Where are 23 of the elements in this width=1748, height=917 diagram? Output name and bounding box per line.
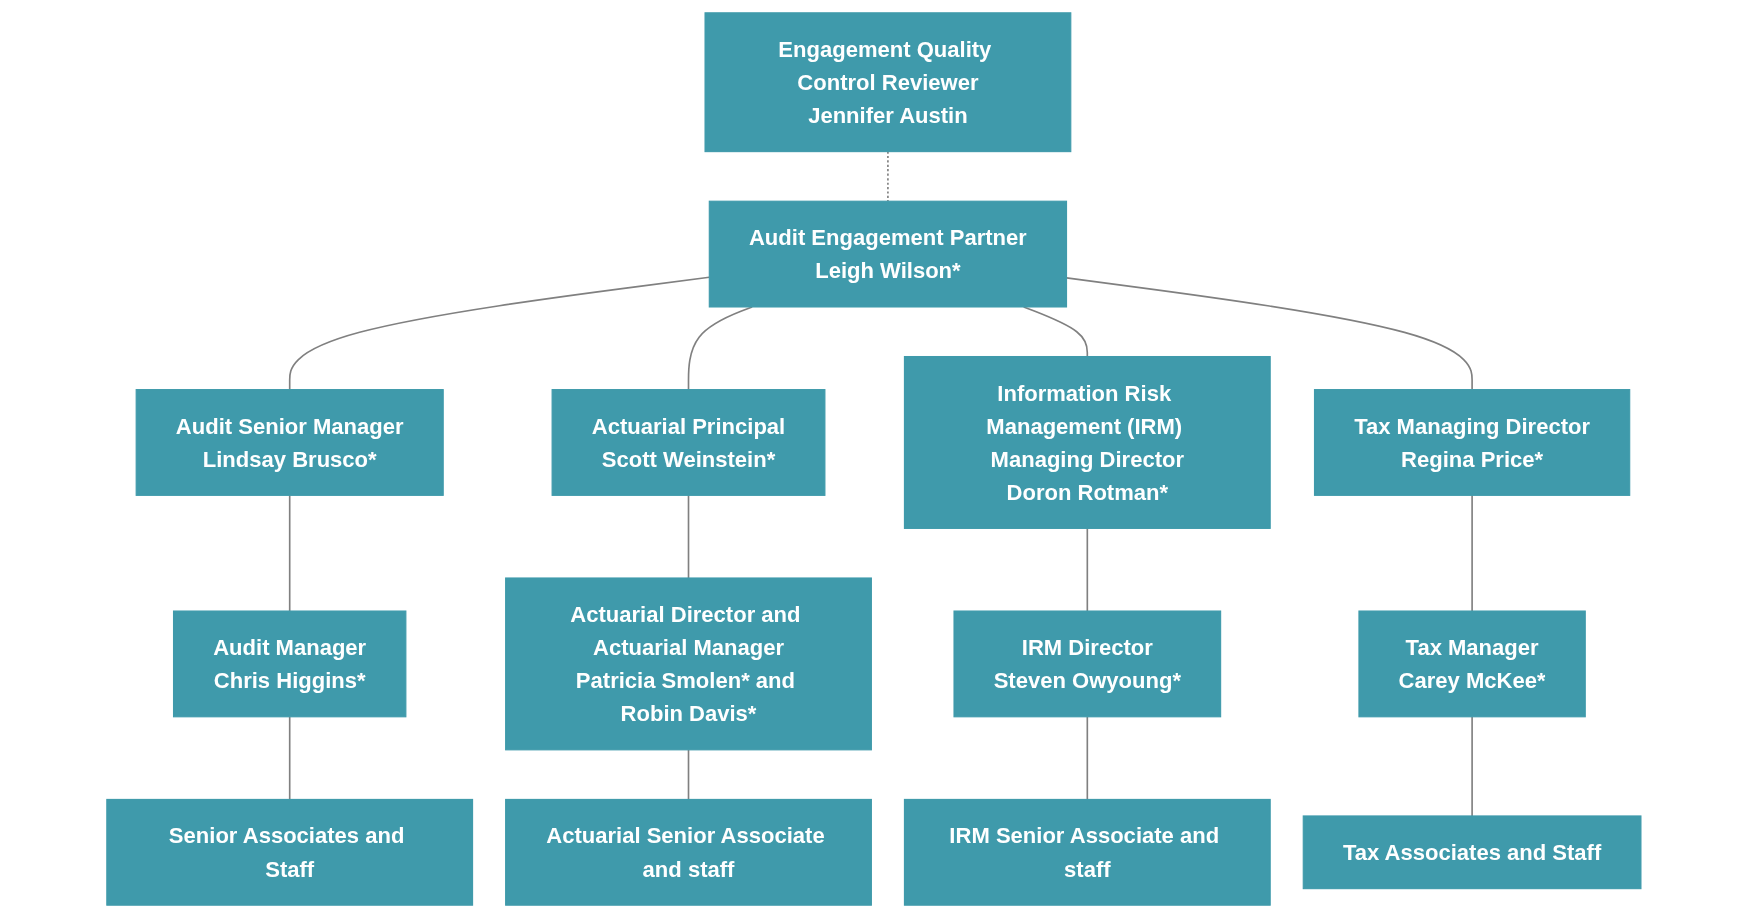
node-box: Actuarial Director and Actuarial Manager Patricia Smolen* and Robin Davis*: [505, 576, 873, 750]
connector: [1022, 305, 1089, 357]
connector: [1086, 527, 1089, 612]
node-box: Actuarial Senior Associate and staff: [505, 798, 873, 906]
connector: [288, 494, 291, 612]
node-box: Audit Senior Manager Lindsay Brusco*: [135, 388, 444, 496]
connector: [687, 494, 690, 579]
connector: [1086, 715, 1089, 800]
node-box: Actuarial Principal Scott Weinstein*: [551, 388, 826, 496]
node-box: Audit Manager Chris Higgins*: [173, 610, 407, 717]
node-box: Engagement Quality Control Reviewer Jennifer Austin: [704, 11, 1072, 152]
node-box: IRM Senior Associate and staff: [904, 798, 1271, 906]
node-box: Tax Manager Carey McKee*: [1358, 610, 1586, 717]
node-box: Tax Associates and Staff: [1302, 814, 1642, 889]
node-box: Audit Engagement Partner Leigh Wilson*: [708, 200, 1068, 308]
node-box: IRM Director Steven Owyoung*: [953, 610, 1222, 717]
connector: [687, 748, 690, 800]
connector: [288, 715, 291, 800]
node-box: Tax Managing Director Regina Price*: [1314, 388, 1631, 496]
connector: [1471, 494, 1474, 612]
connector: [1471, 715, 1474, 817]
node-box: Information Risk Management (IRM) Managing Director Doron Rotman*: [904, 355, 1271, 529]
node-box: Senior Associates and Staff: [106, 798, 474, 906]
